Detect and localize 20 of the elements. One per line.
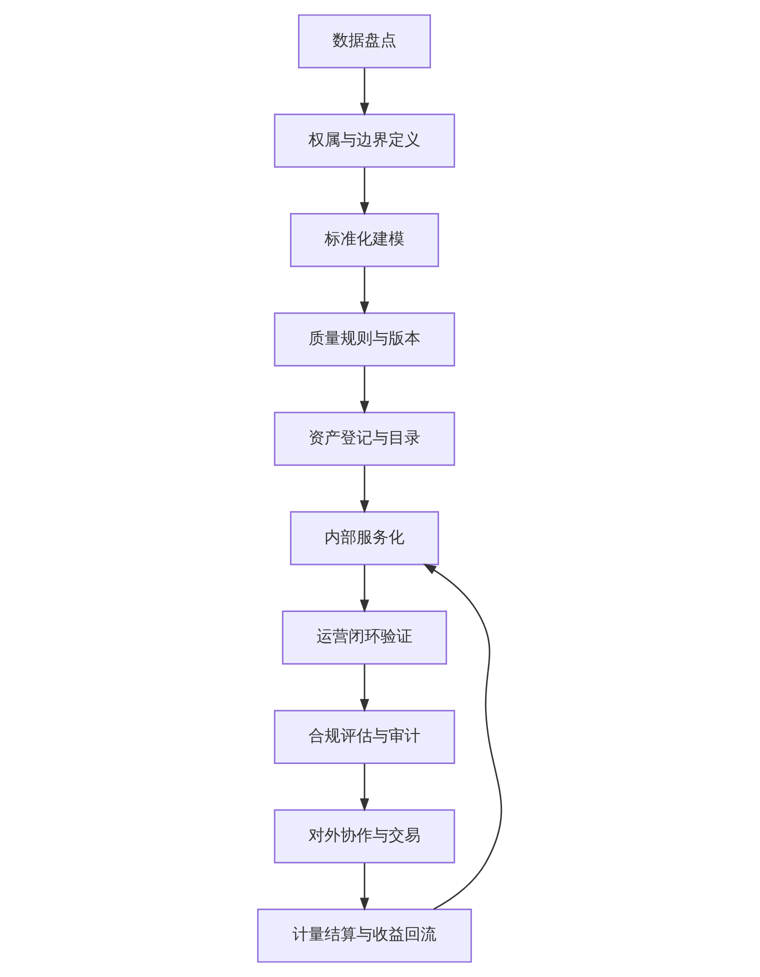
arrow [423,564,502,910]
node-box: 计量结算与收益回流 [257,908,472,963]
node-box: 内部服务化 [290,511,440,566]
node-box: 合规评估与审计 [274,710,456,764]
arrow [360,366,370,414]
node-box: 质量规则与版本 [274,312,456,366]
arrow [360,68,370,116]
node-box: 运营闭环验证 [282,610,448,665]
node-box: 对外协作与交易 [274,809,456,864]
arrow [360,863,370,911]
arrow [360,764,370,812]
node-box: 标准化建模 [290,213,440,268]
node-box: 权属与边界定义 [274,114,456,168]
node-box: 资产登记与目录 [274,412,456,466]
arrow [360,564,370,613]
node-box: 数据盘点 [298,14,431,68]
arrow [360,266,370,315]
arrow [360,664,370,712]
arrow [360,168,370,216]
arrow [360,466,370,514]
